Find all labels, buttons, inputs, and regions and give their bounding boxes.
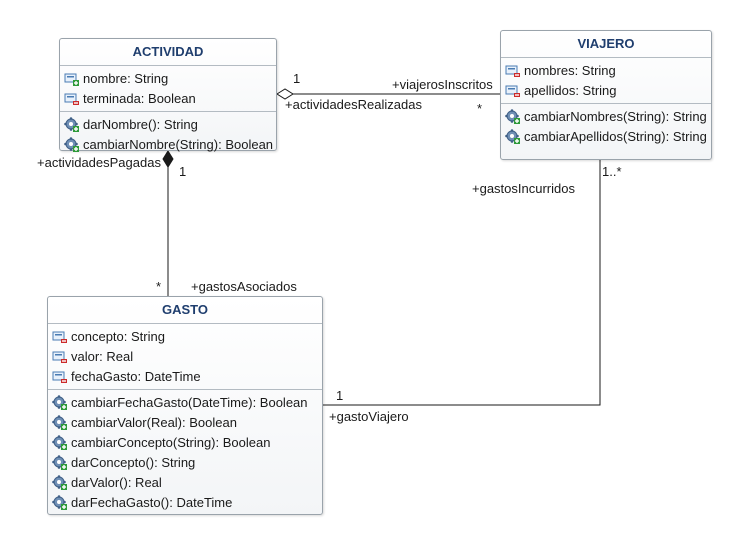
operation[interactable]: cambiarConcepto(String): Boolean	[48, 433, 322, 453]
operation[interactable]: darValor(): Real	[48, 473, 322, 493]
attribute-text: fechaGasto: DateTime	[71, 369, 201, 384]
multiplicity-label: *	[477, 101, 483, 116]
attribute[interactable]: concepto: String	[48, 327, 322, 347]
operation-text: darNombre(): String	[83, 117, 198, 132]
public-operation-icon	[52, 475, 68, 491]
private-attribute-icon	[52, 329, 68, 345]
operation-text: cambiarFechaGasto(DateTime): Boolean	[71, 395, 308, 410]
attribute-text: valor: Real	[71, 349, 134, 364]
attribute[interactable]: nombres: String	[501, 61, 711, 81]
attribute-text: terminada: Boolean	[83, 91, 196, 106]
attribute-text: nombre: String	[83, 71, 169, 86]
attributes-compartment: concepto: String valor: Real fechaGasto:…	[48, 324, 322, 389]
class-title: GASTO	[48, 297, 322, 324]
operations-compartment: cambiarNombres(String): String cambiarAp…	[501, 103, 711, 149]
class-title: VIAJERO	[501, 31, 711, 58]
operation[interactable]: darConcepto(): String	[48, 453, 322, 473]
public-operation-icon	[52, 415, 68, 431]
operation-text: cambiarApellidos(String): String	[524, 129, 707, 144]
association-line	[323, 160, 601, 406]
public-operation-icon	[52, 395, 68, 411]
public-operation-icon	[505, 109, 521, 125]
attribute-text: apellidos: String	[524, 83, 617, 98]
attribute-text: concepto: String	[71, 329, 165, 344]
operation[interactable]: cambiarApellidos(String): String	[501, 127, 711, 147]
private-attribute-icon	[505, 63, 521, 79]
operation-text: darValor(): Real	[71, 475, 162, 490]
public-attribute-icon	[64, 71, 80, 87]
operation-text: cambiarNombres(String): String	[524, 109, 707, 124]
class-actividad[interactable]: ACTIVIDAD nombre: String terminada: Bool…	[59, 38, 277, 152]
operation-text: darConcepto(): String	[71, 455, 196, 470]
public-operation-icon	[505, 129, 521, 145]
operation[interactable]: cambiarNombres(String): String	[501, 107, 711, 127]
operation[interactable]: darFechaGasto(): DateTime	[48, 493, 322, 513]
operation[interactable]: darNombre(): String	[60, 115, 276, 135]
multiplicity-label: *	[156, 279, 162, 294]
attribute[interactable]: terminada: Boolean	[60, 89, 276, 109]
public-operation-icon	[52, 435, 68, 451]
private-attribute-icon	[52, 349, 68, 365]
operation-text: cambiarConcepto(String): Boolean	[71, 435, 271, 450]
multiplicity-label: 1	[179, 164, 187, 179]
multiplicity-label: 1	[336, 388, 344, 403]
class-title: ACTIVIDAD	[60, 39, 276, 66]
operation-text: darFechaGasto(): DateTime	[71, 495, 233, 510]
role-label: +viajerosInscritos	[392, 77, 493, 92]
operation[interactable]: cambiarFechaGasto(DateTime): Boolean	[48, 393, 322, 413]
private-attribute-icon	[52, 369, 68, 385]
class-gasto[interactable]: GASTO concepto: String valor: Real fecha…	[47, 296, 323, 515]
operation[interactable]: cambiarValor(Real): Boolean	[48, 413, 322, 433]
operation-text: cambiarValor(Real): Boolean	[71, 415, 237, 430]
role-label: +gastosAsociados	[191, 279, 297, 294]
private-attribute-icon	[64, 91, 80, 107]
operations-compartment: cambiarFechaGasto(DateTime): Boolean cam…	[48, 389, 322, 515]
attribute[interactable]: apellidos: String	[501, 81, 711, 101]
public-operation-icon	[52, 495, 68, 511]
attribute-text: nombres: String	[524, 63, 616, 78]
multiplicity-label: 1	[293, 71, 301, 86]
public-operation-icon	[64, 137, 80, 153]
attribute[interactable]: fechaGasto: DateTime	[48, 367, 322, 387]
operations-compartment: darNombre(): String cambiarNombre(String…	[60, 111, 276, 157]
role-label: +actividadesRealizadas	[285, 97, 422, 112]
aggregation-diamond	[276, 88, 294, 100]
role-label: +actividadesPagadas	[37, 155, 161, 170]
attributes-compartment: nombres: String apellidos: String	[501, 58, 711, 103]
operation-text: cambiarNombre(String): Boolean	[83, 137, 274, 152]
attribute[interactable]: valor: Real	[48, 347, 322, 367]
attribute[interactable]: nombre: String	[60, 69, 276, 89]
attributes-compartment: nombre: String terminada: Boolean	[60, 66, 276, 111]
private-attribute-icon	[505, 83, 521, 99]
multiplicity-label: 1..*	[602, 164, 622, 179]
class-viajero[interactable]: VIAJERO nombres: String apellidos: Strin…	[500, 30, 712, 160]
operation[interactable]: cambiarNombre(String): Boolean	[60, 135, 276, 155]
composition-diamond	[162, 150, 174, 168]
role-label: +gastosIncurridos	[472, 181, 575, 196]
role-label: +gastoViajero	[329, 409, 409, 424]
public-operation-icon	[52, 455, 68, 471]
public-operation-icon	[64, 117, 80, 133]
